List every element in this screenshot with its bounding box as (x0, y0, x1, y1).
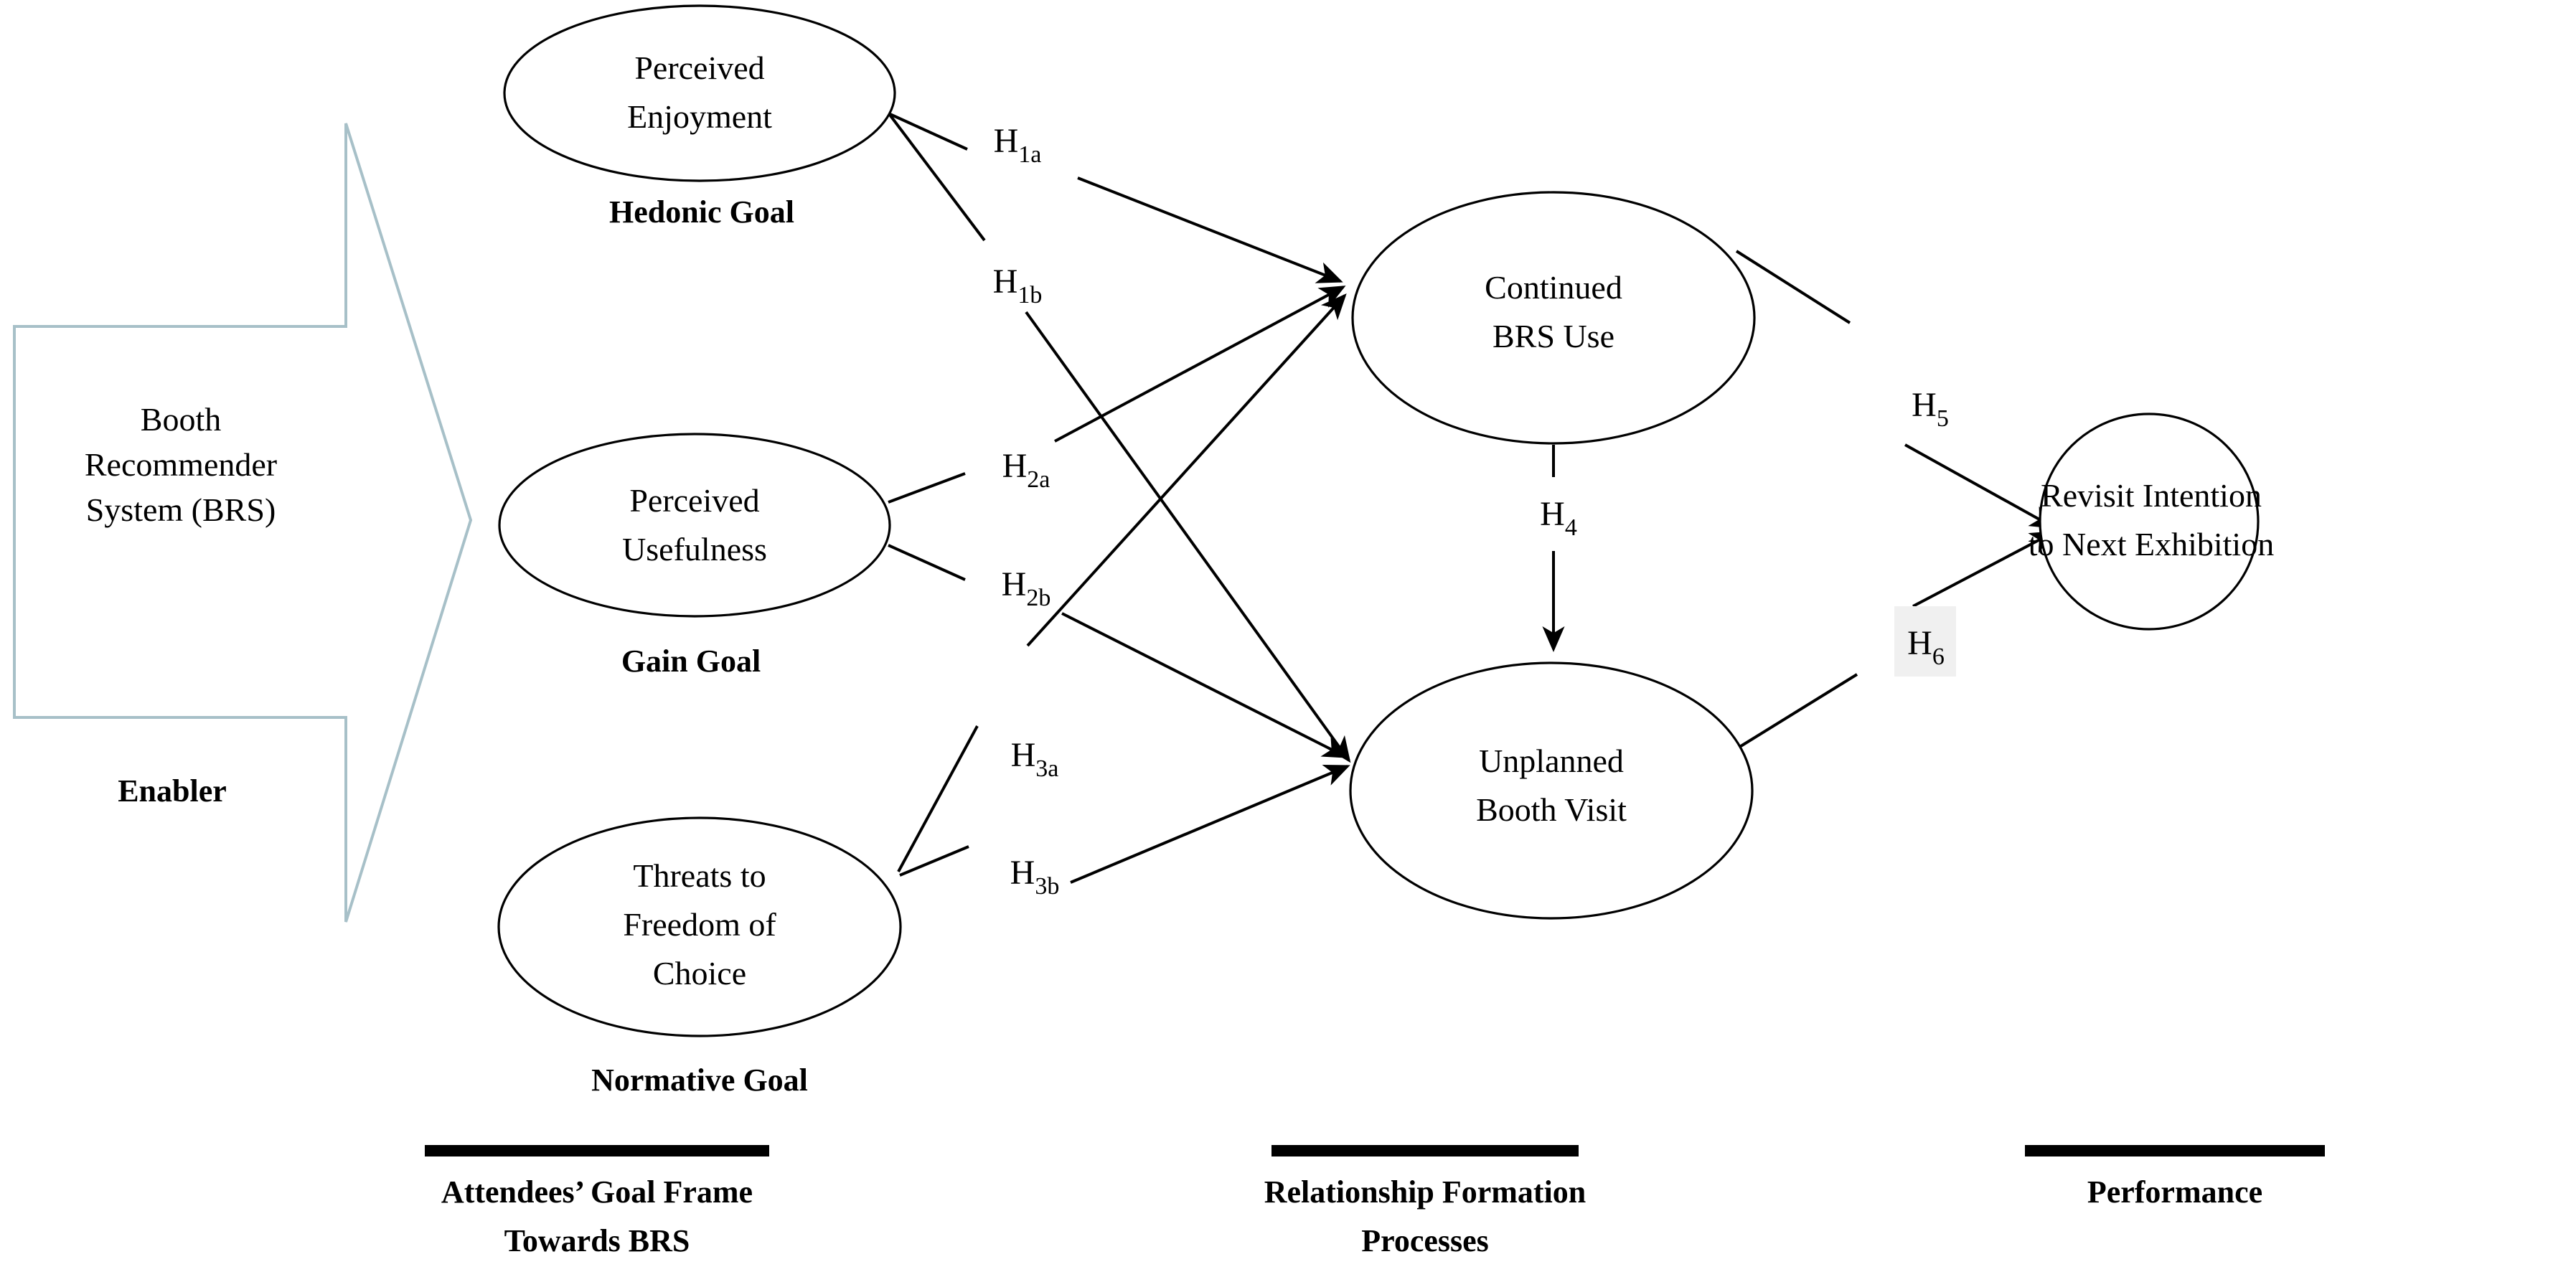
edge-h1b (1025, 311, 1351, 763)
enabler-text-line2: Recommender (85, 446, 277, 483)
node-perceived-enjoyment-line1: Perceived (634, 50, 764, 86)
node-unplanned-booth-visit-line1: Unplanned (1479, 743, 1624, 779)
edges-layer (888, 112, 2056, 884)
band-caption-relationship-line2: Processes (1361, 1223, 1489, 1258)
node-threats-to-freedom-of-choice[interactable]: Threats to Freedom of Choice Normative G… (497, 816, 902, 1098)
node-continued-brs-use-line2: BRS Use (1493, 318, 1614, 354)
band-attendees-goal-frame: Attendees’ Goal Frame Towards BRS (425, 1145, 769, 1258)
node-perceived-enjoyment[interactable]: Perceived Enjoyment Hedonic Goal (503, 4, 896, 230)
edge-h5 (1904, 443, 2056, 529)
hypothesis-label-h6: H6 (1907, 624, 1945, 670)
hypothesis-h6-highlight (1894, 606, 1956, 677)
node-threats-line1: Threats to (633, 857, 766, 894)
band-caption-attendees-line1: Attendees’ Goal Frame (441, 1174, 753, 1210)
edge-h1a (1077, 176, 1343, 283)
node-perceived-usefulness-line1: Perceived (629, 482, 759, 519)
edge-h3a-stub (897, 725, 979, 872)
edge-h2a (1054, 286, 1346, 443)
edge-h1b-stub (888, 113, 986, 242)
hypothesis-label-h1b: H1b (993, 263, 1043, 308)
edge-h2a-stub (888, 472, 966, 504)
edge-h3b (1070, 764, 1350, 884)
edge-h6 (1912, 531, 2056, 608)
band-performance: Performance (2025, 1145, 2325, 1210)
node-perceived-enjoyment-caption: Hedonic Goal (609, 194, 794, 230)
node-revisit-intention-shape[interactable] (2039, 413, 2260, 631)
node-threats-line3: Choice (653, 955, 746, 991)
enabler-block: Booth Recommender System (BRS) Enabler (13, 123, 473, 923)
node-perceived-usefulness-caption: Gain Goal (621, 644, 761, 679)
band-bar-performance (2025, 1145, 2325, 1156)
band-caption-relationship-line1: Relationship Formation (1264, 1174, 1587, 1210)
hypothesis-label-h2a: H2a (1002, 447, 1050, 493)
edge-h2b-stub (888, 544, 966, 581)
node-perceived-enjoyment-line2: Enjoyment (627, 98, 772, 135)
node-unplanned-booth-visit-shape[interactable] (1349, 661, 1754, 920)
node-threats-caption: Normative Goal (591, 1063, 808, 1098)
hypothesis-label-h4: H4 (1540, 495, 1577, 541)
band-caption-attendees-line2: Towards BRS (504, 1223, 690, 1258)
node-unplanned-booth-visit[interactable]: Unplanned Booth Visit (1349, 661, 1754, 920)
node-perceived-usefulness[interactable]: Perceived Usefulness Gain Goal (498, 433, 891, 679)
node-continued-brs-use[interactable]: Continued BRS Use (1351, 191, 1756, 445)
node-continued-brs-use-shape[interactable] (1351, 191, 1756, 445)
hypothesis-labels: H1a H1b H2a H2b H3a H3b H4 H5 (993, 122, 1956, 900)
edge-h5-stub (1735, 250, 1851, 324)
node-revisit-intention-line2: to Next Exhibition (2029, 526, 2274, 562)
hypothesis-label-h1a: H1a (994, 122, 1042, 168)
enabler-text-line1: Booth (141, 401, 221, 438)
node-threats-line2: Freedom of (623, 906, 776, 943)
node-threats-to-freedom-of-choice-shape[interactable] (497, 816, 902, 1037)
hypothesis-label-h3a: H3a (1011, 736, 1059, 782)
hypothesis-label-h2b: H2b (1002, 565, 1051, 611)
edge-h6-stub (1734, 673, 1858, 751)
node-revisit-intention[interactable]: Revisit Intention to Next Exhibition (2029, 413, 2274, 631)
band-bar-relationship (1271, 1145, 1579, 1156)
node-continued-brs-use-line1: Continued (1485, 269, 1622, 306)
node-unplanned-booth-visit-line2: Booth Visit (1476, 791, 1627, 828)
edge-h3b-stub (899, 845, 969, 877)
hypothesis-label-h3b: H3b (1010, 854, 1060, 900)
node-perceived-usefulness-line2: Usefulness (622, 531, 767, 567)
node-revisit-intention-line1: Revisit Intention (2041, 477, 2262, 514)
node-perceived-enjoyment-shape[interactable] (503, 4, 896, 182)
hypothesis-label-h5: H5 (1912, 386, 1949, 432)
band-bar-attendees (425, 1145, 769, 1156)
edge-h3a (1026, 293, 1347, 647)
enabler-arrow-shape (13, 123, 473, 923)
band-relationship-formation: Relationship Formation Processes (1264, 1145, 1587, 1258)
node-perceived-usefulness-shape[interactable] (498, 433, 891, 618)
edge-h2b (1061, 612, 1349, 758)
edge-h1a-stub (888, 112, 968, 151)
enabler-caption: Enabler (118, 773, 227, 809)
band-caption-performance-line1: Performance (2087, 1174, 2262, 1210)
enabler-text-line3: System (BRS) (86, 491, 276, 528)
